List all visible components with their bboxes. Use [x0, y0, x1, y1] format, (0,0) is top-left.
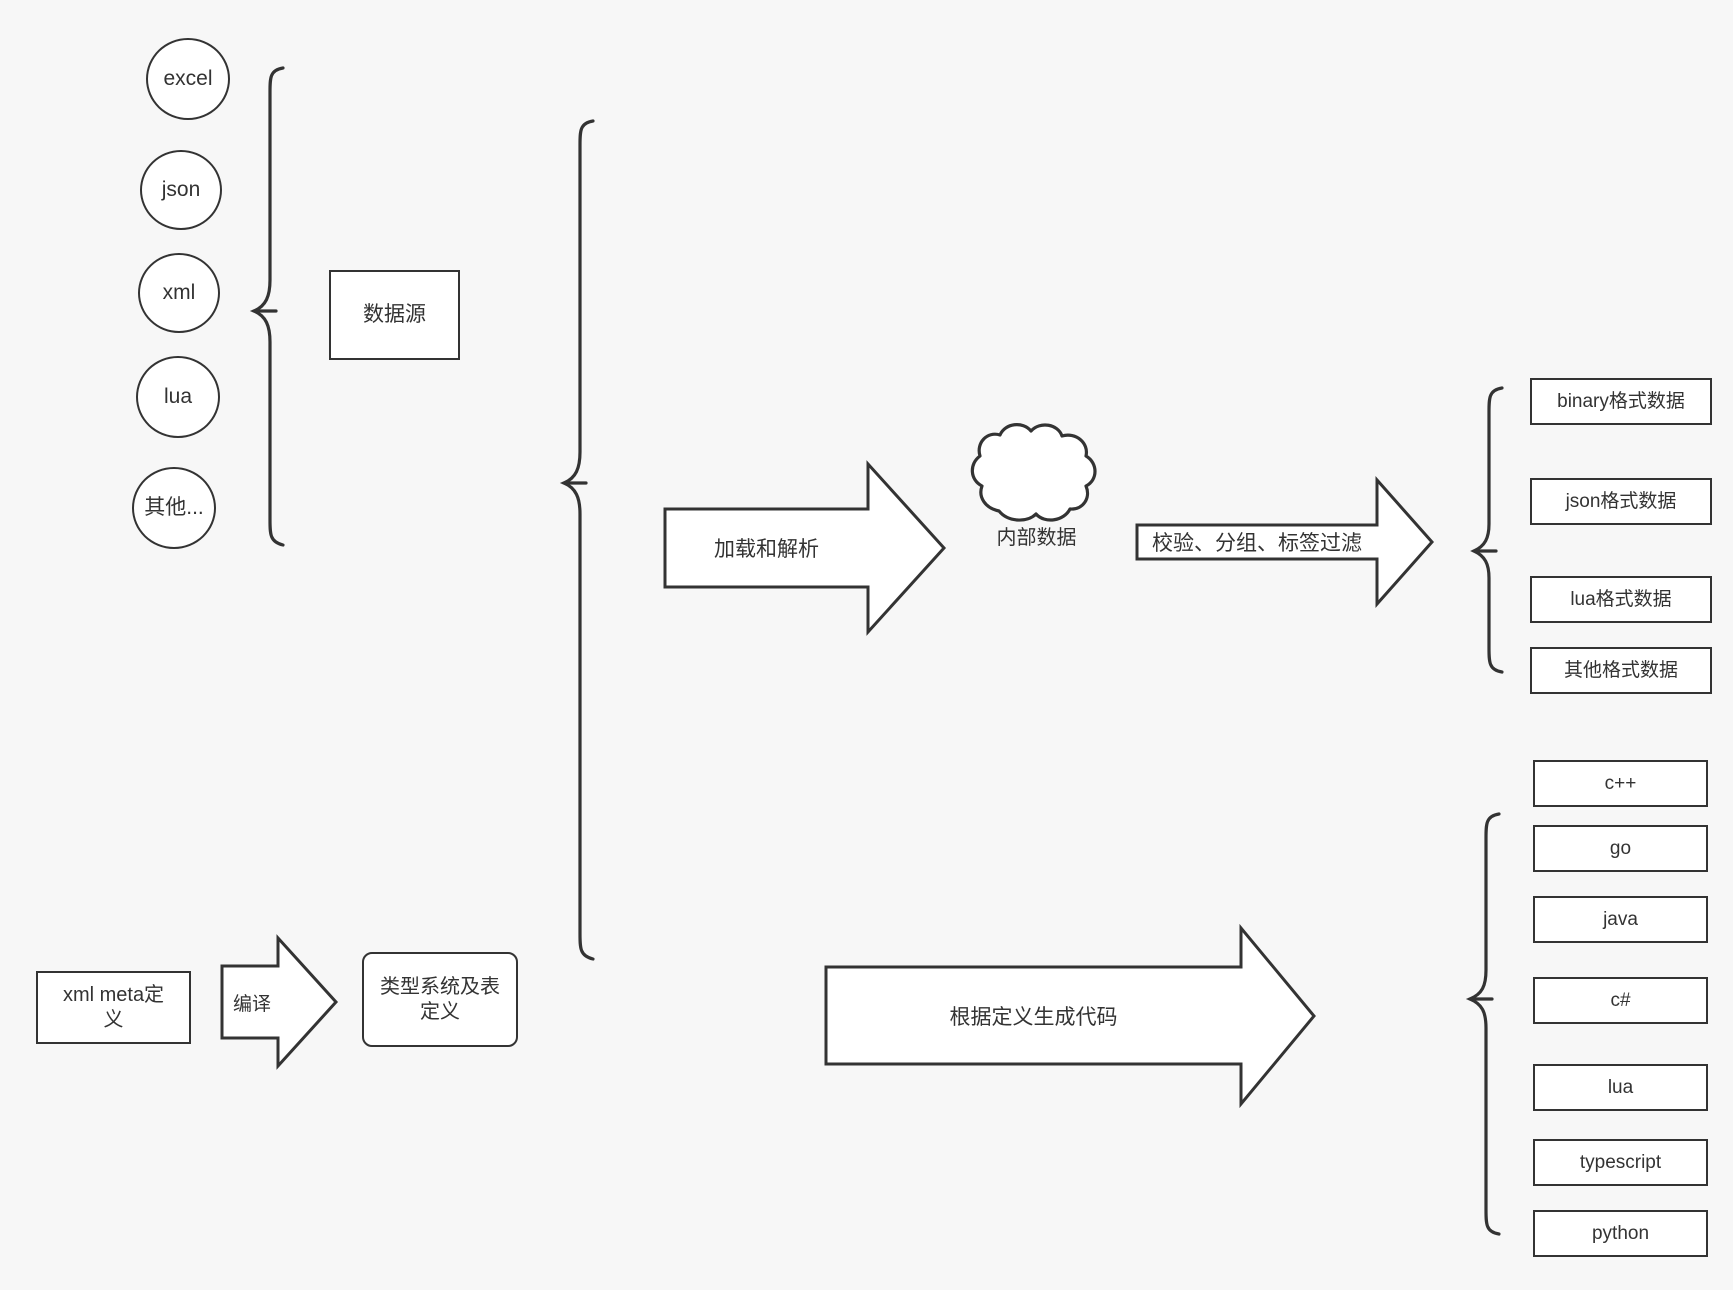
output-format-label: json格式数据	[1565, 490, 1677, 512]
source-node-json[interactable]: json	[140, 150, 222, 230]
output-language-cpp[interactable]: c++	[1533, 760, 1708, 807]
source-node-label: xml	[162, 280, 196, 304]
type-system-label: 类型系统及表 定义	[380, 975, 500, 1023]
output-language-java[interactable]: java	[1533, 896, 1708, 943]
output-format-other[interactable]: 其他格式数据	[1530, 647, 1712, 694]
output-language-label: c#	[1610, 989, 1631, 1011]
output-format-label: lua格式数据	[1570, 588, 1672, 610]
arrow-compile	[220, 934, 339, 1070]
output-format-label: 其他格式数据	[1563, 659, 1678, 681]
brace-pipeline-input	[559, 119, 595, 961]
source-node-excel[interactable]: excel	[146, 38, 230, 120]
data-source-group-label: 数据源	[363, 302, 426, 326]
output-language-label: typescript	[1579, 1151, 1662, 1173]
data-source-group-box[interactable]: 数据源	[329, 270, 460, 360]
source-node-label: excel	[163, 66, 213, 90]
output-language-label: c++	[1604, 772, 1637, 794]
source-node-label: 其他...	[144, 495, 204, 519]
output-language-csharp[interactable]: c#	[1533, 977, 1708, 1024]
internal-data-text: 内部数据	[996, 526, 1077, 549]
type-system-box[interactable]: 类型系统及表 定义	[362, 952, 518, 1047]
xml-meta-definition-label: xml meta定 义	[62, 983, 165, 1031]
brace-data-sources	[249, 66, 285, 547]
output-language-lua[interactable]: lua	[1533, 1064, 1708, 1111]
output-language-label: lua	[1607, 1076, 1634, 1098]
output-language-go[interactable]: go	[1533, 825, 1708, 872]
brace-data-format-outputs	[1470, 386, 1504, 674]
output-format-label: binary格式数据	[1557, 390, 1685, 412]
source-node-label: lua	[163, 384, 193, 408]
arrow-validate-group-filter	[1135, 476, 1435, 608]
output-format-json[interactable]: json格式数据	[1530, 478, 1712, 525]
source-node-lua[interactable]: lua	[136, 356, 220, 438]
source-node-label: json	[161, 177, 201, 201]
arrow-generate-code	[824, 923, 1316, 1109]
output-language-label: go	[1609, 837, 1632, 859]
brace-language-outputs	[1465, 812, 1501, 1236]
output-language-python[interactable]: python	[1533, 1210, 1708, 1257]
cloud-internal-data	[970, 423, 1097, 522]
xml-meta-definition-box[interactable]: xml meta定 义	[36, 971, 191, 1044]
source-node-other[interactable]: 其他...	[132, 467, 216, 549]
internal-data-label: 内部数据	[985, 515, 1088, 555]
output-format-binary[interactable]: binary格式数据	[1530, 378, 1712, 425]
output-language-label: python	[1591, 1222, 1650, 1244]
output-language-label: java	[1603, 908, 1638, 930]
source-node-xml[interactable]: xml	[138, 253, 220, 333]
arrow-load-and-parse	[663, 460, 947, 636]
output-format-lua[interactable]: lua格式数据	[1530, 576, 1712, 623]
output-language-typescript[interactable]: typescript	[1533, 1139, 1708, 1186]
